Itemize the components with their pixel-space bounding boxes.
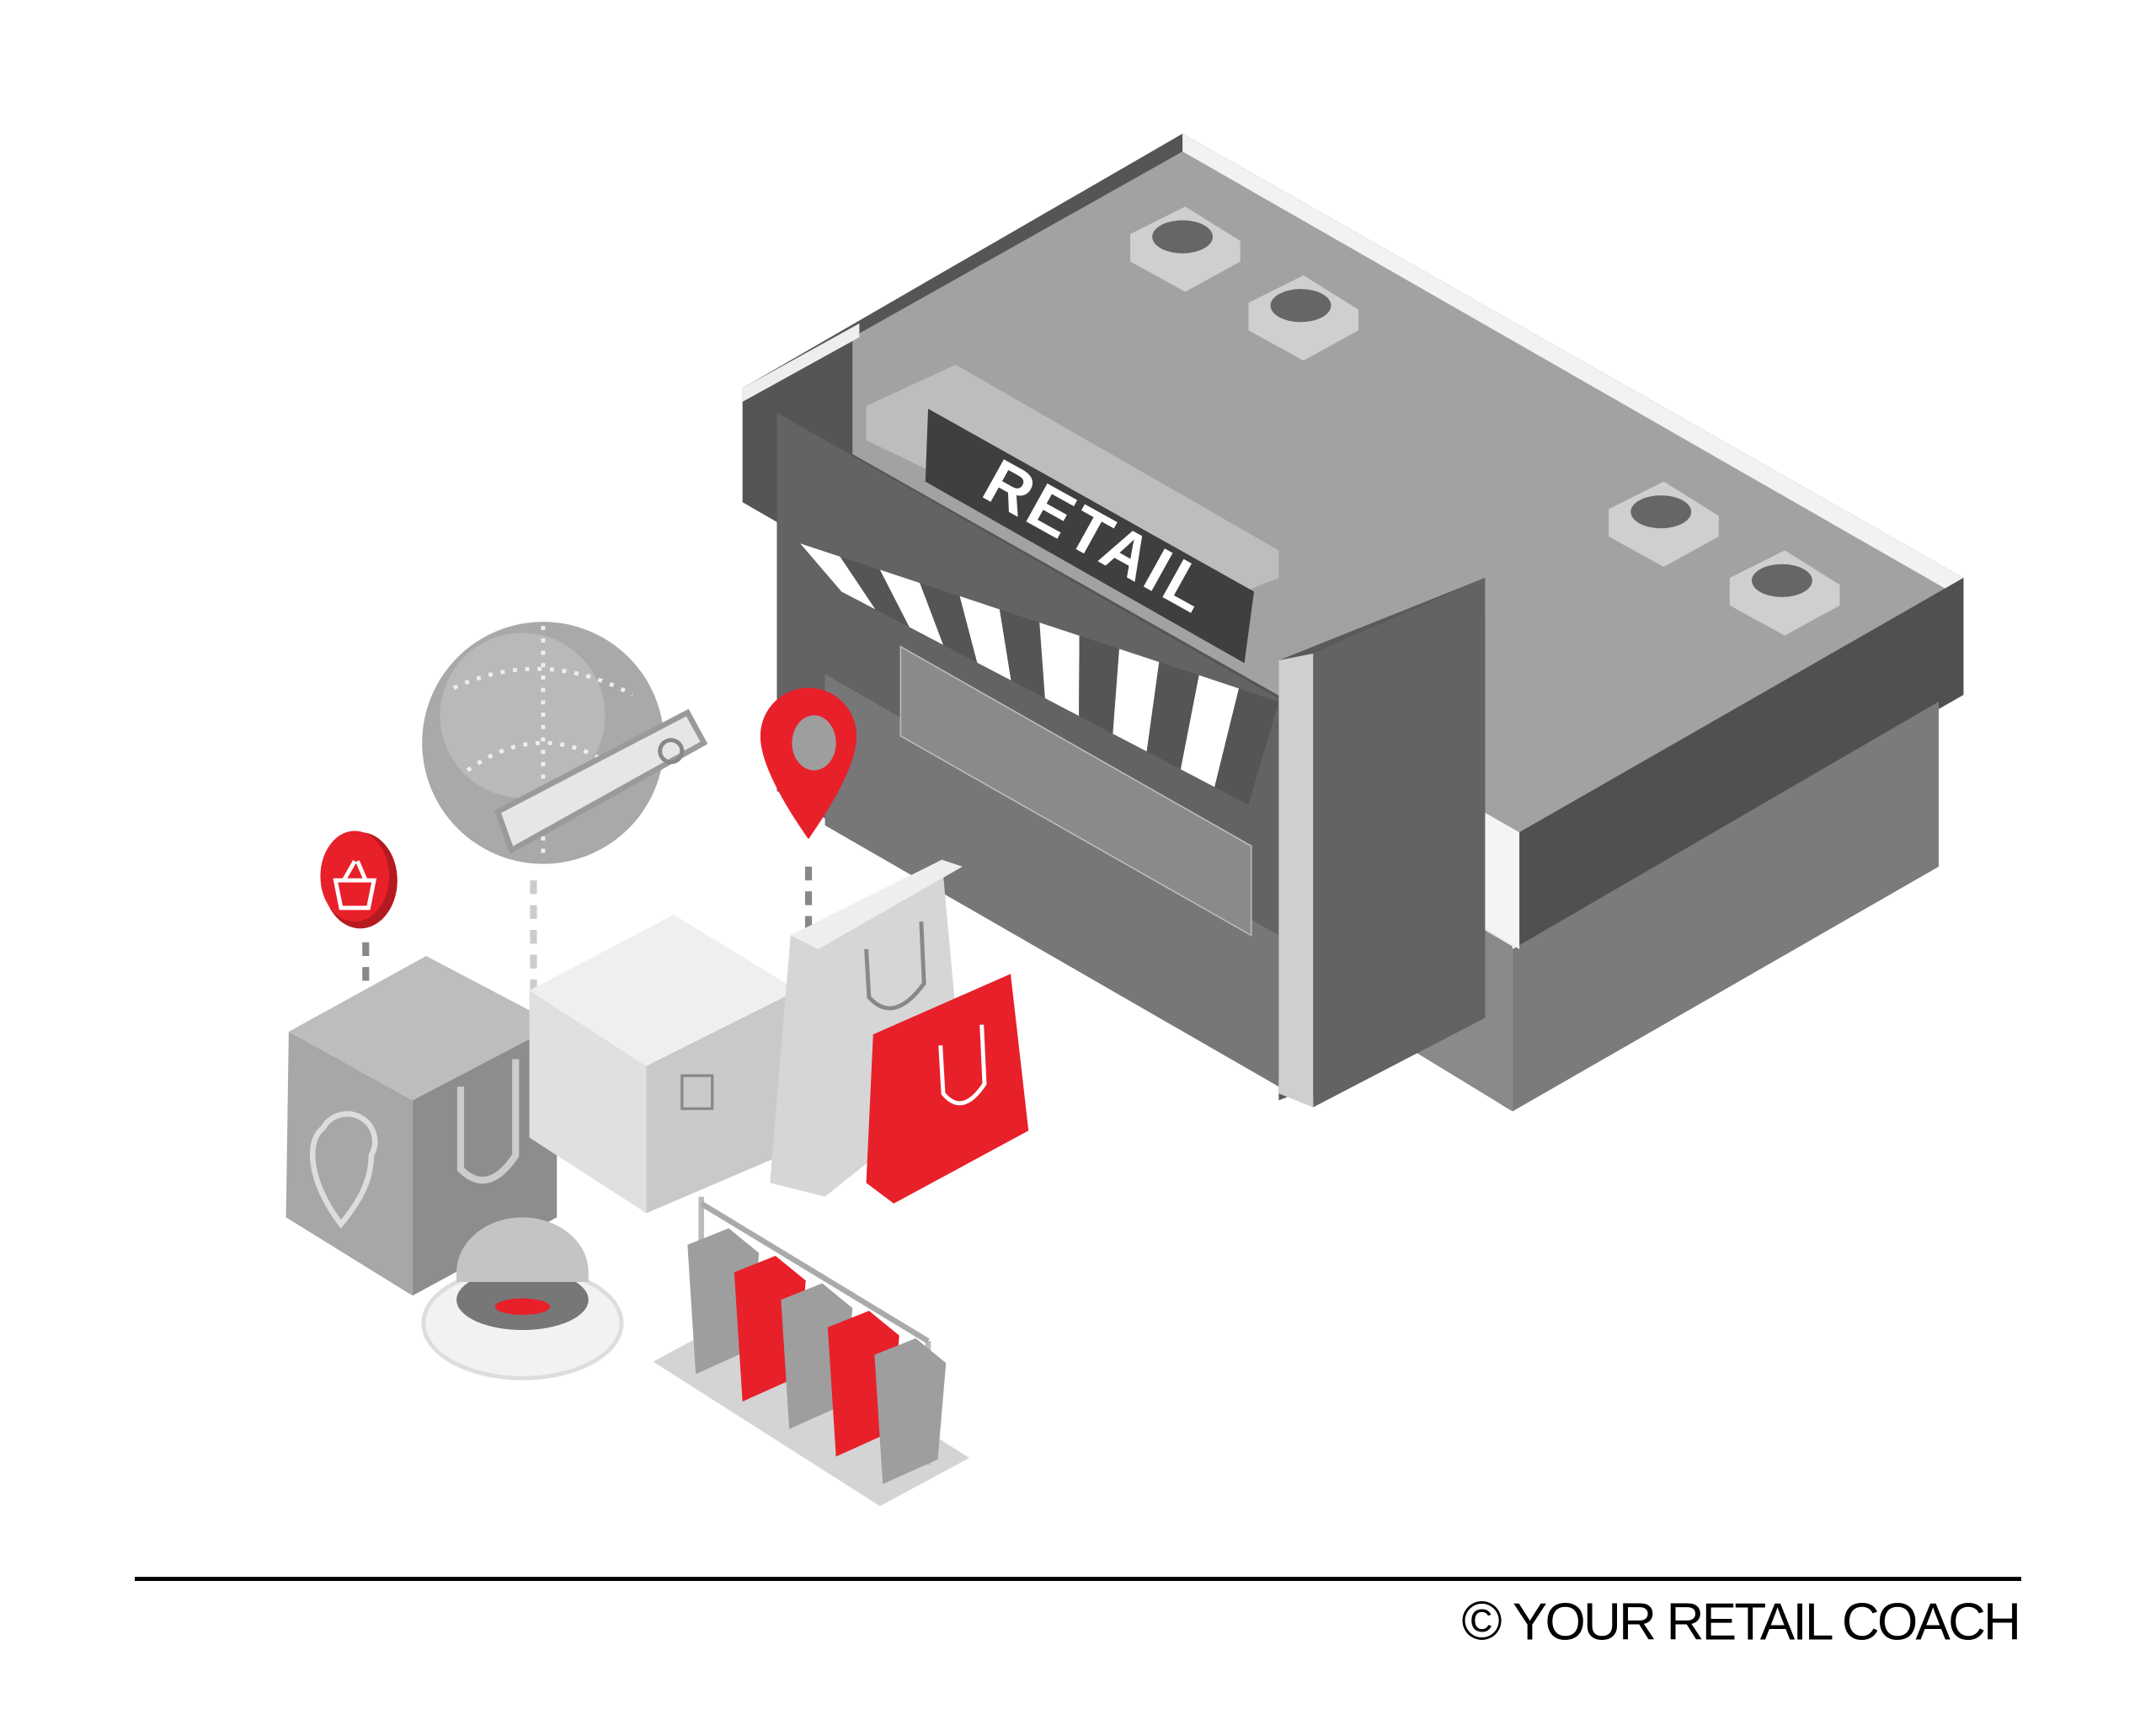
footer-brand-text: YOUR RETAIL COACH — [1513, 1593, 2021, 1651]
awning-stripe — [1113, 649, 1160, 752]
awning-stripe — [1180, 675, 1240, 788]
ac-unit — [1248, 275, 1359, 361]
retail-store-building: RETAIL — [742, 133, 1964, 1112]
awning-stripe — [999, 609, 1045, 698]
awning-stripe — [1039, 622, 1080, 716]
location-pin-icon — [760, 687, 857, 840]
awning-stripe — [840, 556, 910, 628]
awning-stripe — [1079, 635, 1119, 734]
ac-unit — [1729, 550, 1840, 636]
cardboard-box — [529, 915, 798, 1214]
striped-awning — [800, 543, 1279, 805]
awning-stripe — [800, 543, 876, 610]
copyright-symbol: © — [1462, 1589, 1502, 1651]
globe-icon — [422, 622, 664, 864]
awning-stripe — [1146, 662, 1199, 770]
awning-stripe — [959, 595, 1011, 681]
ac-unit — [1130, 206, 1241, 292]
awning-stripe — [879, 569, 943, 645]
burger-plate — [421, 1217, 624, 1381]
ac-unit — [1609, 481, 1719, 567]
shirt — [874, 1338, 947, 1484]
shopping-bag-red — [866, 974, 1029, 1204]
awning-stripe — [1214, 688, 1279, 805]
clothes-rack — [653, 1196, 970, 1507]
search-bar-icon — [494, 708, 708, 855]
shopping-basket-icon — [320, 830, 398, 929]
awning-stripe — [920, 583, 978, 663]
